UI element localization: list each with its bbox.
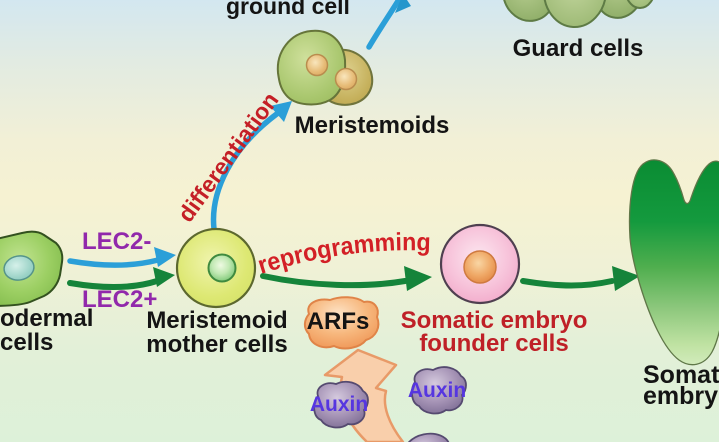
mmc-label-line1: Meristemoid [146,307,288,334]
founder-label-line1: Somatic embryo [400,307,588,334]
founder-cell [439,223,521,305]
ground-cell-label: ground cell [226,0,350,19]
auxin-blob-bottom [403,432,451,442]
founder-nucleus [463,250,497,284]
auxin-label-right: Auxin [407,379,467,402]
guard-cell-lobe [542,0,608,28]
somatic-embryo-shape [628,159,719,366]
protodermal-cell [0,230,64,307]
arfs-label: ARFs [306,308,370,335]
reprogramming-arrow [260,266,432,291]
meristemoid-nucleus [305,53,329,77]
founder-to-embryo-arrow [520,266,640,291]
guard-cells-label: Guard cells [512,35,644,62]
meristemoid-mother-cell [175,227,257,309]
guard-cell-lobe [626,0,654,9]
lec2-minus-arrow [67,247,176,268]
meristemoids-label: Meristemoids [294,112,450,139]
mmc-label-line2: mother cells [146,331,288,358]
auxin-blob-right [411,366,467,415]
embryo-label-line2: embryo [643,382,719,410]
founder-label-line2: founder cells [419,330,569,357]
protodermal-label-line2: cells [0,329,54,356]
lec2-plus-label: LEC2+ [82,286,158,313]
meristemoid-nucleus [334,67,358,91]
meristemoid-cell [276,29,374,106]
auxin-label-left: Auxin [309,393,369,416]
guard-cell-lobe [501,0,557,22]
mmc-nucleus [207,253,237,283]
differentiation-arrow [210,101,292,232]
guard-cells-cluster [501,0,654,28]
auxin-blob-left [313,380,369,429]
lec2-plus-arrow [67,267,175,290]
protodermal-nucleus [3,255,35,281]
lec2-minus-label: LEC2- [82,228,152,255]
arfs-blob [303,296,380,350]
guard-arrow [366,0,411,50]
protodermal-label-line1: odermal [0,305,94,332]
reprogramming-label: reprogramming [254,228,431,279]
embryo-label-line1: Somatic [643,361,719,389]
